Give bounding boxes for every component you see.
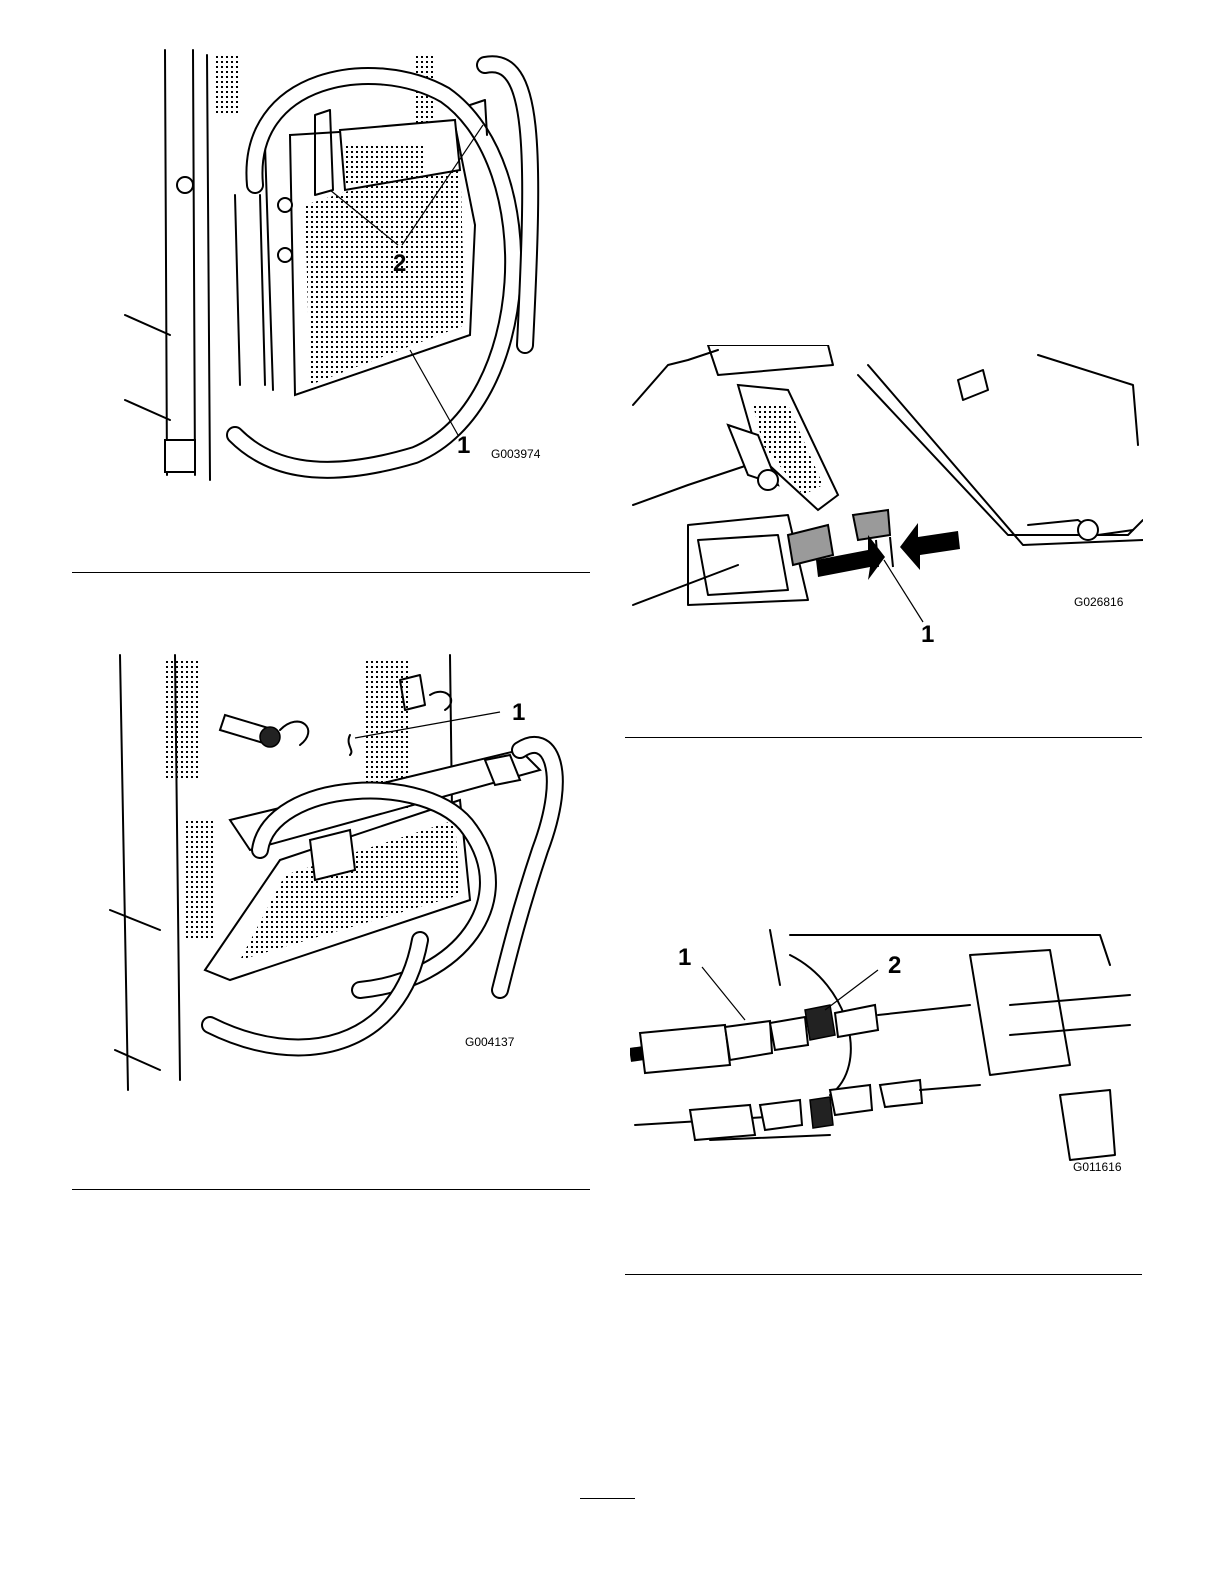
callout-1: 1 <box>921 621 934 645</box>
figure-divider <box>625 1274 1142 1275</box>
figure-id: G004137 <box>465 1035 515 1049</box>
figure-cable-adjustment: 1 2 G011616 <box>630 925 1140 1185</box>
figure-id: G011616 <box>1073 1160 1122 1174</box>
figure-id: G026816 <box>1074 595 1124 609</box>
figure-id: G003974 <box>491 447 541 461</box>
page-number-rule <box>580 1498 635 1499</box>
oil-cooler-open-illustration: 1 G004137 <box>100 650 570 1100</box>
callout-1: 1 <box>512 699 525 726</box>
figure-divider <box>72 1189 590 1190</box>
pedal-gap-illustration: 1 G026816 <box>628 345 1143 645</box>
figure-divider <box>72 572 590 573</box>
figure-oil-cooler-open: 1 G004137 <box>100 650 570 1100</box>
callout-1: 1 <box>457 432 470 459</box>
figure-pedal-gap: 1 G026816 <box>628 345 1143 645</box>
cable-adjustment-illustration: 1 2 G011616 <box>630 925 1140 1185</box>
oil-cooler-closed-illustration: 2 1 G003974 <box>115 45 555 485</box>
figure-divider <box>625 737 1142 738</box>
figure-oil-cooler-closed: 2 1 G003974 <box>115 45 555 485</box>
callout-2: 2 <box>393 250 406 277</box>
callout-1: 1 <box>678 944 691 971</box>
callout-2: 2 <box>888 952 901 979</box>
